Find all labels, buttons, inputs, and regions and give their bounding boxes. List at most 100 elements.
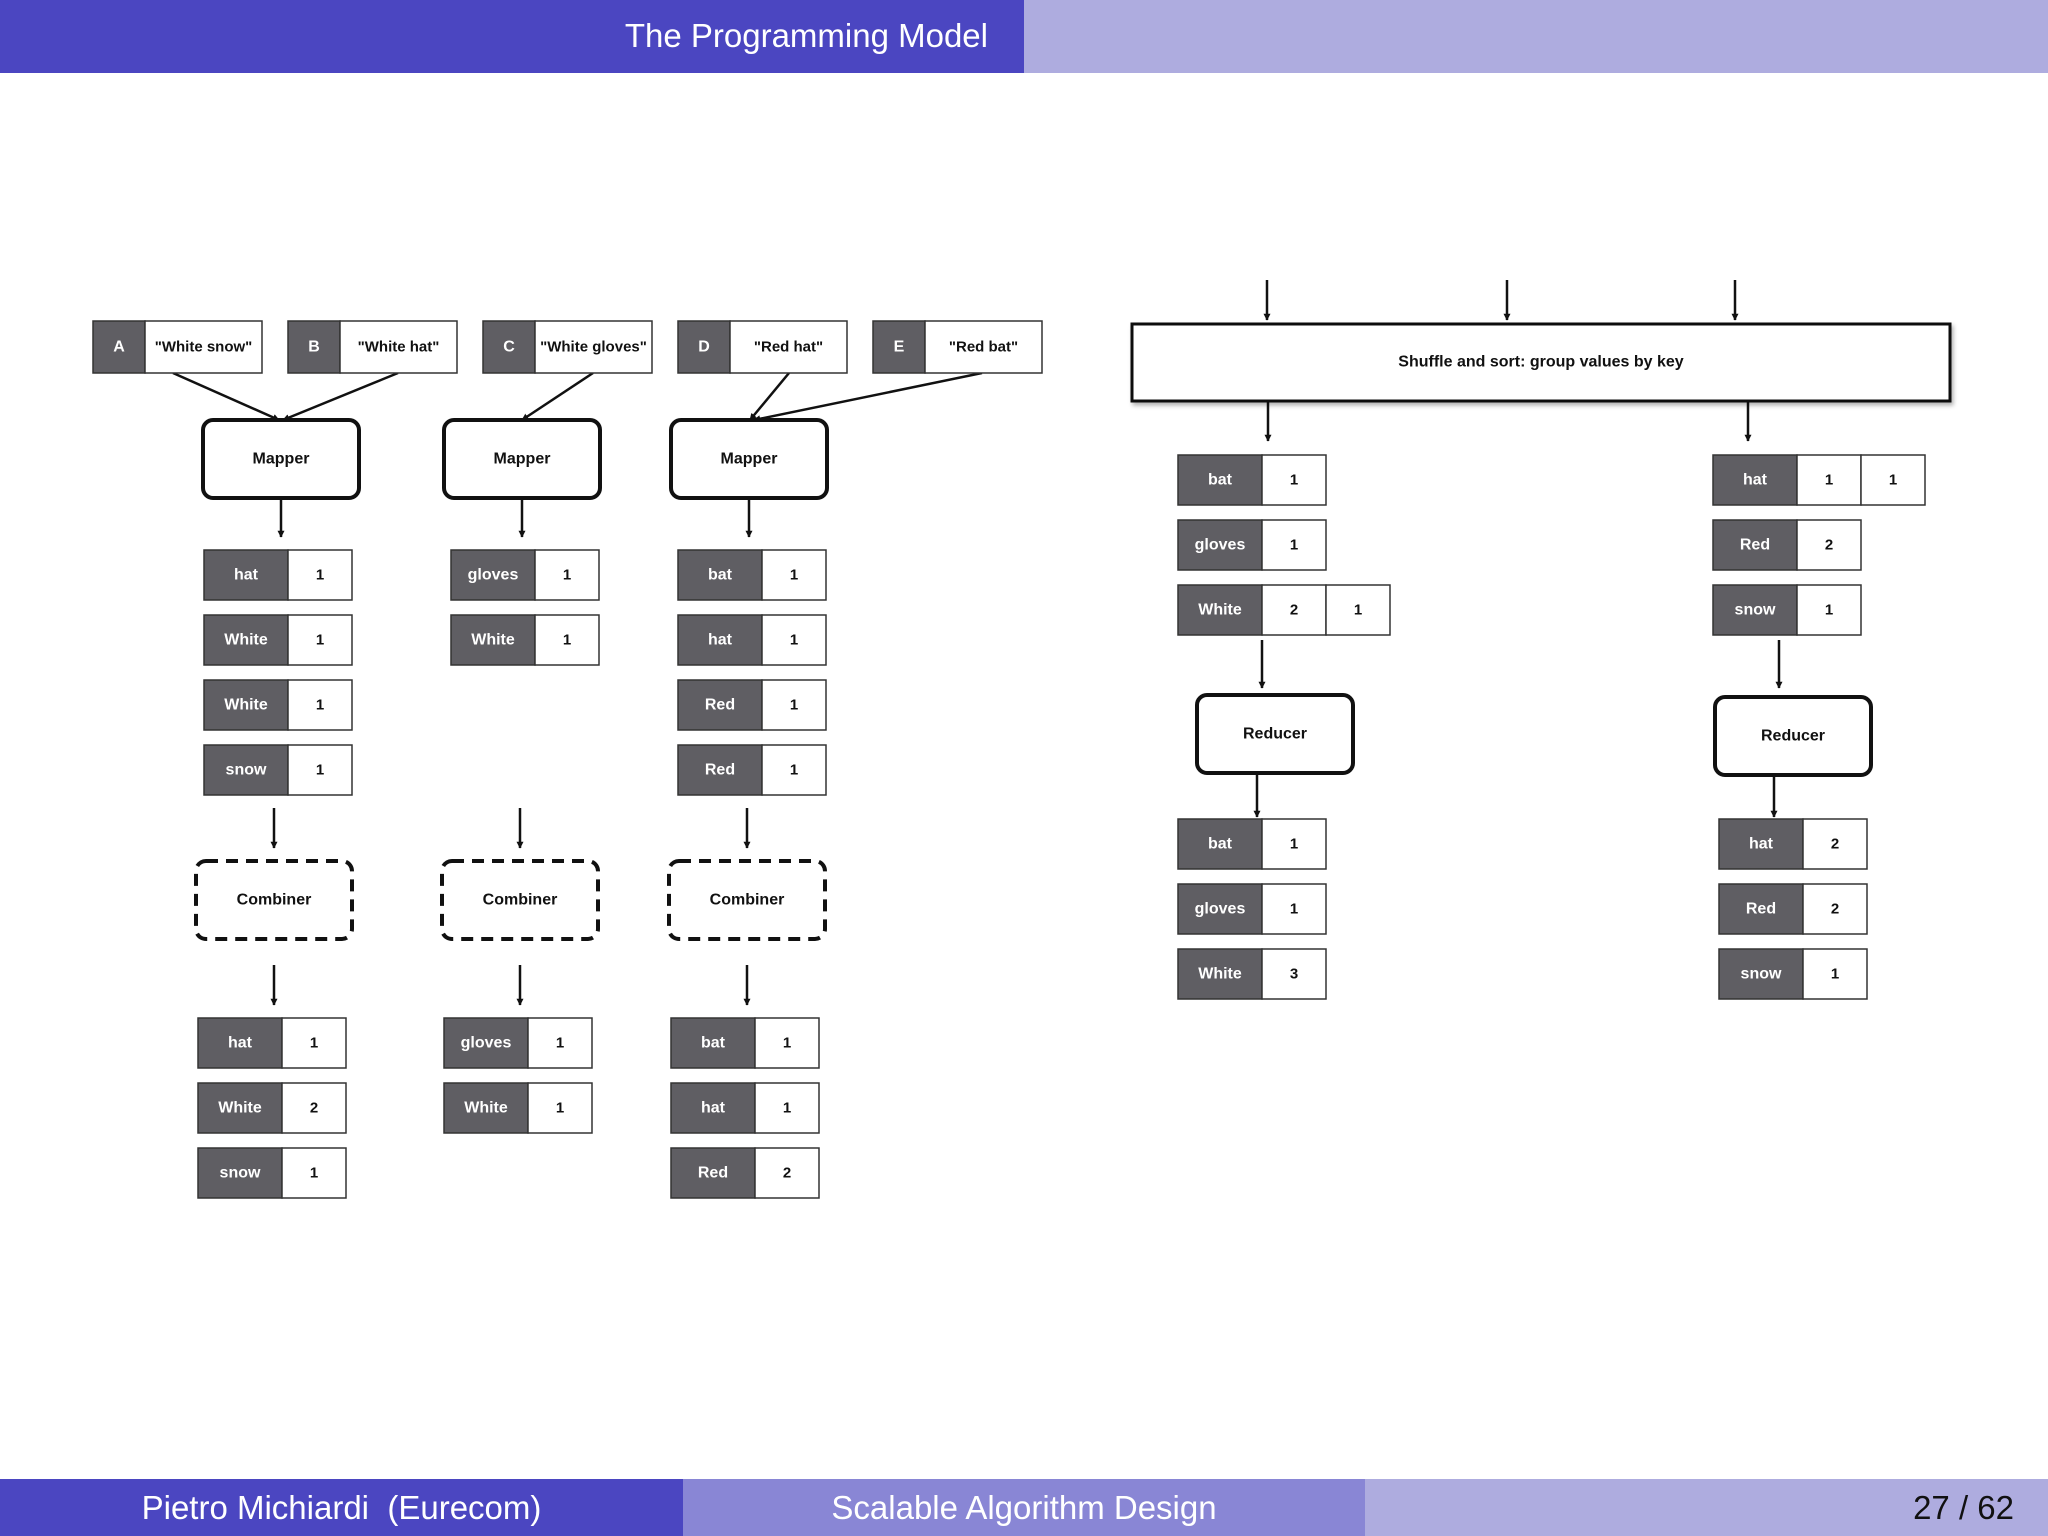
input-value-cell <box>924 320 1043 374</box>
pair-value: 1 <box>316 632 324 649</box>
mapper-box-label: Mapper <box>253 451 310 468</box>
pair-value: 1 <box>1290 472 1298 489</box>
reducer-box-label: Reducer <box>1243 726 1307 743</box>
mapper-box: Mapper <box>442 418 602 500</box>
input-key-cell <box>287 320 341 374</box>
pair-key: gloves <box>1195 537 1246 554</box>
reducer-box-shape <box>1195 693 1355 775</box>
pair-key-cell <box>670 1147 756 1199</box>
pair-key-cell <box>203 679 289 731</box>
pair-value: 1 <box>563 632 571 649</box>
pair-value: 2 <box>1831 901 1839 918</box>
pair-key-cell <box>1718 818 1804 870</box>
mapper-box: Mapper <box>201 418 361 500</box>
mapper-box-shape <box>442 418 602 500</box>
input-key: A <box>113 339 125 356</box>
pair-key-cell <box>677 744 763 796</box>
pair-key-cell <box>203 744 289 796</box>
pair-value-cell <box>1802 948 1868 1000</box>
pair-value: 1 <box>1831 966 1839 983</box>
input-value: "Red bat" <box>949 339 1018 356</box>
pair-key: White <box>1198 602 1242 619</box>
footer-page-number: 27 / 62 <box>1913 1489 2014 1526</box>
pair-key: White <box>471 632 515 649</box>
pair-value-cell <box>1796 584 1862 636</box>
pair-key: Red <box>1746 901 1776 918</box>
pair-value: 1 <box>316 697 324 714</box>
pair-value: 1 <box>316 762 324 779</box>
pair-value-cell <box>1796 454 1862 506</box>
pair-value-cell <box>761 679 827 731</box>
pair-value: 1 <box>790 762 798 779</box>
pair-value-cell <box>1802 818 1868 870</box>
pair-value: 1 <box>310 1035 318 1052</box>
pair-value: 1 <box>1825 472 1833 489</box>
pair-value-cell <box>1261 519 1327 571</box>
pair-value: 1 <box>1354 602 1362 619</box>
pair-key: gloves <box>468 567 519 584</box>
input-record: B"White hat" <box>287 320 458 374</box>
input-value: "White snow" <box>155 339 253 356</box>
pair-key: snow <box>220 1165 261 1182</box>
input-record: A "White snow" <box>92 320 263 374</box>
input-value-cell <box>339 320 458 374</box>
reducer-box: Reducer <box>1713 695 1873 777</box>
combiner-box-label: Combiner <box>710 892 785 909</box>
pair-value-cell <box>761 744 827 796</box>
pair-value: 2 <box>783 1165 791 1182</box>
pair-value: 1 <box>316 567 324 584</box>
pair-value: 1 <box>783 1035 791 1052</box>
pair-key-cell <box>670 1082 756 1134</box>
pair-key: hat <box>708 632 733 649</box>
pair-value: 1 <box>1825 602 1833 619</box>
footer-author: Pietro Michiardi (Eurecom) <box>141 1489 542 1526</box>
pair-value-cell <box>281 1017 347 1069</box>
combiner-box-label: Combiner <box>483 892 558 909</box>
input-record: C "White gloves" <box>482 320 653 374</box>
pair-key-cell <box>203 549 289 601</box>
shuffle-sort-box: Shuffle and sort: group values by key <box>1130 322 1952 403</box>
pair-value: 2 <box>1831 836 1839 853</box>
combine-output-pair: bat 1 <box>670 1017 820 1069</box>
pair-key-cell <box>197 1082 283 1134</box>
input-key: C <box>503 339 515 356</box>
pair-value: 2 <box>1825 537 1833 554</box>
pair-key: hat <box>701 1100 726 1117</box>
pair-key: snow <box>226 762 267 779</box>
input-value: "White gloves" <box>540 339 647 356</box>
reducer-box-shape <box>1713 695 1873 777</box>
pair-value-cell <box>1796 519 1862 571</box>
pair-value: 3 <box>1290 966 1298 983</box>
pair-value-cell <box>1261 948 1327 1000</box>
input-value-cell <box>534 320 653 374</box>
mapper-box-label: Mapper <box>721 451 778 468</box>
input-key-cell <box>92 320 146 374</box>
pair-key: gloves <box>461 1035 512 1052</box>
pair-key: bat <box>701 1035 726 1052</box>
pair-key-cell <box>1177 883 1263 935</box>
input-key: D <box>698 339 710 356</box>
pair-value: 1 <box>1290 836 1298 853</box>
input-key: E <box>894 339 905 356</box>
shuffle-output-pair: snow 1 <box>1712 584 1862 636</box>
mapper-box-shape <box>201 418 361 500</box>
mapreduce-diagram: A "White snow" B"White hat" C "White gloves"… <box>92 280 1952 1199</box>
input-value: "White hat" <box>358 339 440 356</box>
combiner-box-shape <box>667 859 827 941</box>
combiner-box-shape <box>194 859 354 941</box>
pair-key: snow <box>1735 602 1776 619</box>
pair-value-cell <box>527 1017 593 1069</box>
pair-key-cell <box>1712 454 1798 506</box>
pair-key-cell <box>1177 818 1263 870</box>
